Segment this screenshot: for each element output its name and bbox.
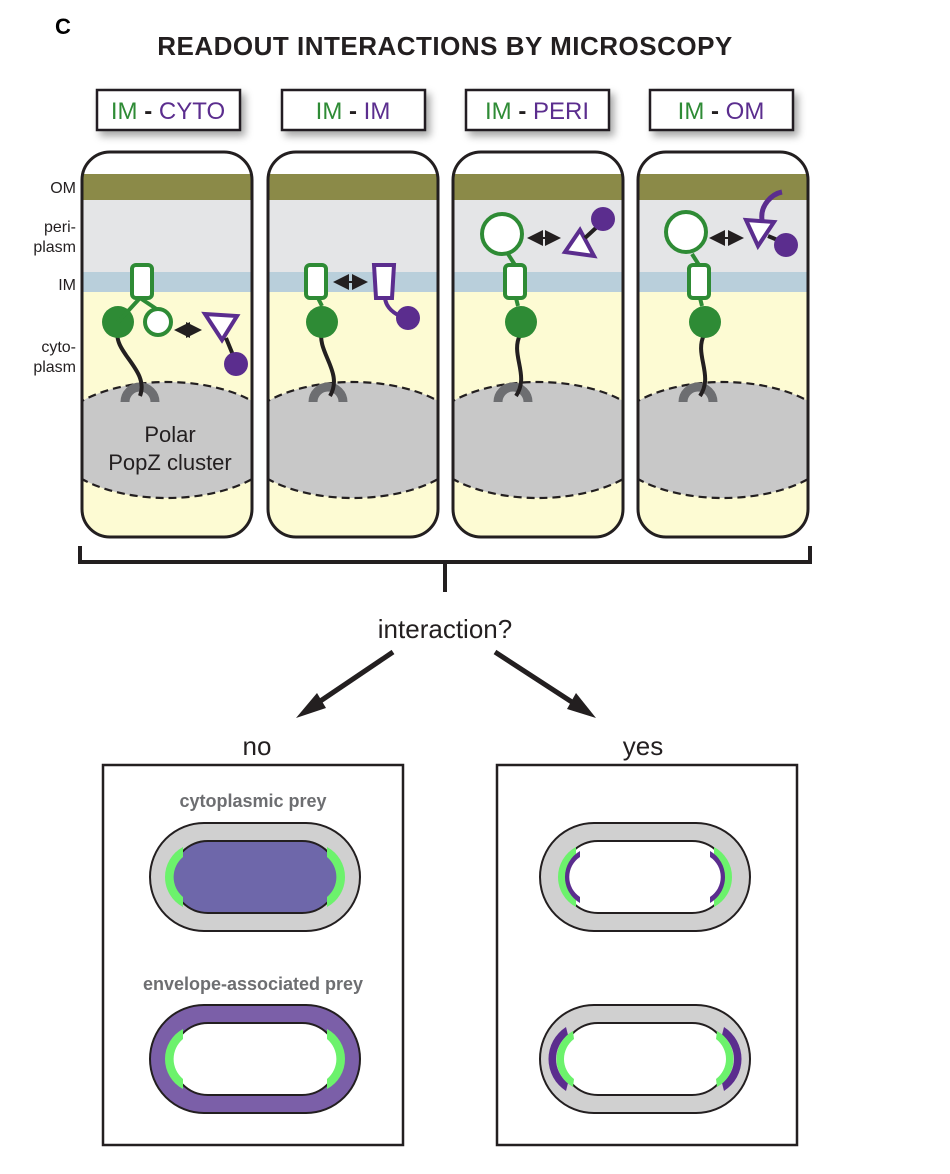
cell-envelope-prey-no-interaction [149,1004,361,1114]
svg-text:IM - PERI: IM - PERI [485,98,589,125]
periplasm-label-line1: peri- [44,219,76,236]
bait-periplasmic-domain [480,212,524,256]
bait-tm-segment [130,263,154,300]
polar-signal [716,1031,734,1087]
popz-cluster [268,380,438,500]
bait-domain [505,306,537,338]
prey-fluorophore [591,207,615,231]
svg-text:IM - OM: IM - OM [678,98,765,125]
popz-cluster [638,380,808,500]
prey-recruitment [548,1027,568,1091]
polar-signal [165,847,183,907]
svg-text:IM - IM: IM - IM [316,98,391,125]
cell-im-im [266,150,440,539]
bait-tm-segment [687,263,711,300]
grouping-bracket [78,546,812,592]
prey-recruitment [710,851,726,903]
header-prey-label: IM [364,98,391,125]
prey-tm-segment [371,263,397,300]
om-label: OM [50,180,76,197]
cytoplasm-label-line1: cyto- [41,339,76,356]
outcome-no-label: no [243,731,272,761]
cytoplasmic-prey-label: cytoplasmic prey [179,791,326,811]
interaction-question: interaction? [378,614,512,644]
outcome-no-box: cytoplasmic prey envelope-associated pre… [101,763,405,1147]
prey-fluorophore [774,233,798,257]
prey-fluorophore [396,306,420,330]
column-header-im-im: IM - IM [280,88,427,132]
polar-signal [327,1029,345,1089]
cluster-label-line2: PopZ cluster [108,450,232,475]
cell-envelope-prey-interaction [539,1004,751,1114]
polar-signal [558,847,576,907]
prey-domain [742,217,778,251]
header-prey-label: CYTO [159,98,225,125]
bait-periplasmic-domain [664,210,708,254]
bait-partner [143,307,173,337]
bait-domain [306,306,338,338]
cell-im-om [636,150,810,539]
envelope-prey-label: envelope-associated prey [143,974,363,994]
polar-signal [556,1031,574,1087]
popz-cluster [453,380,623,500]
cell-cytoplasmic-prey-interaction [539,822,751,932]
prey-fluorophore [224,352,248,376]
bait-domain [689,306,721,338]
figure-title: READOUT INTERACTIONS BY MICROSCOPY [157,31,733,61]
prey-om-anchor [759,189,783,221]
bait-tm-segment [304,263,328,300]
header-prey-label: OM [726,98,765,125]
cytoplasm-label-line2: plasm [33,359,76,376]
cell-cytoplasmic-prey-no-interaction [149,822,361,932]
cell-im-peri [451,150,625,539]
popz-cluster [82,380,252,500]
header-bait-label: IM [485,98,512,125]
header-bait-label: IM [316,98,343,125]
header-bait-label: IM [678,98,705,125]
column-header-im-om: IM - OM [648,88,795,132]
im-label: IM [58,277,76,294]
svg-text:IM - CYTO: IM - CYTO [111,98,225,125]
header-bait-label: IM [111,98,138,125]
cluster-label-line1: Polar [144,422,195,447]
arrow-to-no [296,649,395,718]
popz-anchor [308,382,348,403]
arrow-to-yes [493,649,596,718]
outcome-yes-label: yes [623,731,663,761]
prey-recruitment [564,851,580,903]
polar-signal [327,847,345,907]
prey-recruitment [722,1027,742,1091]
column-header-im-cyto: IM - CYTO [95,88,242,132]
bait-tm-segment [503,263,527,300]
popz-anchor [493,382,533,403]
layer-labels: OM peri- plasm IM cyto- plasm [33,180,76,376]
polar-signal [165,1029,183,1089]
linker [698,334,708,398]
panel-letter: C [55,14,71,39]
prey-domain [561,226,598,259]
popz-anchor [678,382,718,403]
outcome-yes-box [495,763,799,1147]
header-prey-label: PERI [533,98,589,125]
periplasm-label-line2: plasm [33,239,76,256]
cell-im-cyto: Polar PopZ cluster [80,150,254,539]
polar-signal [714,847,732,907]
column-header-im-peri: IM - PERI [464,88,611,132]
linker [514,334,524,398]
prey-domain [201,311,241,344]
